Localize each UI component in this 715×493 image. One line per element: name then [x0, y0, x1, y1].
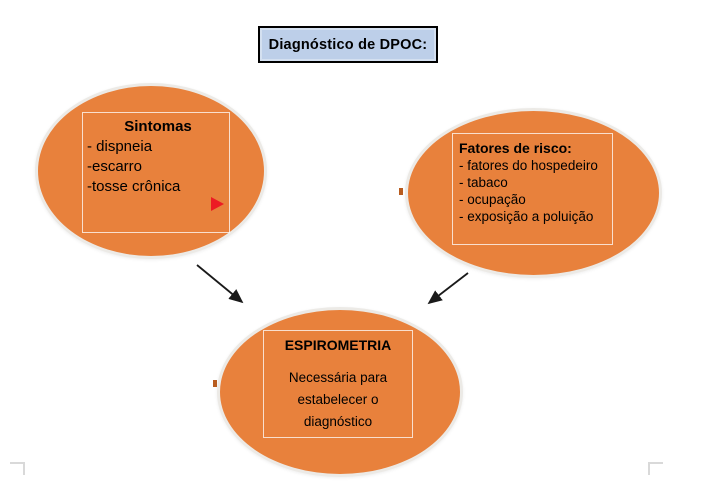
risk-factors-item: - tabaco [459, 175, 508, 190]
risk-factors-item: - exposição a poluição [459, 209, 594, 224]
risk-factors-ellipse[interactable] [405, 108, 662, 278]
spirometry-heading: ESPIROMETRIA [284, 337, 392, 353]
risk-factors-text-box: Fatores de risco: - fatores do hospedeir… [452, 133, 613, 245]
symptoms-item: - dispneia [87, 138, 153, 155]
risk-factors-item: - ocupação [459, 192, 526, 207]
spirometry-body-line: Necessária para [288, 370, 388, 385]
risk-factors-item: - fatores do hospedeiro [459, 158, 598, 173]
risk-factors-heading: Fatores de risco: [459, 140, 572, 156]
spirometry-edge-tick [213, 380, 217, 387]
spacer [264, 353, 412, 367]
symptoms-item: -escarro [87, 158, 143, 175]
arrow-riskfactors-to-spirometry[interactable] [427, 272, 469, 305]
spirometry-text-box: ESPIROMETRIA Necessária para estabelecer… [263, 330, 413, 438]
text-boundary-corner-mark [648, 462, 663, 475]
arrow-symptoms-to-spirometry[interactable] [196, 264, 244, 304]
symptoms-heading: Sintomas [124, 118, 192, 135]
spirometry-body-line: diagnóstico [303, 414, 373, 429]
symptoms-item: -tosse crônica [87, 178, 181, 195]
symptoms-text-box: Sintomas - dispneia -escarro -tosse crôn… [82, 112, 230, 233]
spirometry-ellipse[interactable] [217, 307, 463, 477]
diagram-title: Diagnóstico de DPOC: [268, 36, 428, 53]
text-boundary-corner-mark [10, 462, 25, 475]
red-play-triangle-icon [211, 197, 224, 211]
risk-factors-edge-tick [399, 188, 403, 195]
title-box-shape[interactable]: Diagnóstico de DPOC: [258, 26, 438, 63]
spirometry-body-line: estabelecer o [297, 392, 379, 407]
